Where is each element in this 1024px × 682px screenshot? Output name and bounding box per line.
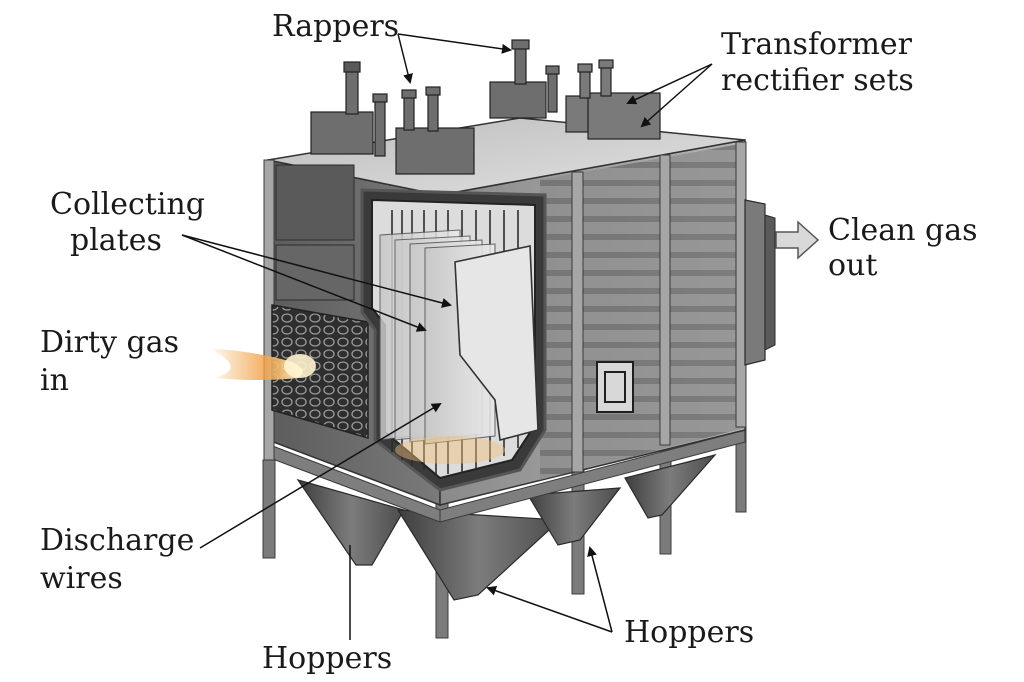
collecting-label-line2: plates — [70, 223, 162, 258]
outlet-duct — [745, 200, 818, 365]
hoppers-label-right: Hoppers — [624, 615, 754, 650]
dirty-gas-label-line1: Dirty gas — [40, 325, 179, 360]
dirty-gas-label-line2: in — [40, 363, 69, 398]
collecting-label-line1: Collecting — [50, 187, 205, 222]
discharge-label-line2: wires — [40, 561, 123, 596]
transformer-label-line2: rectifier sets — [721, 63, 914, 98]
access-door — [597, 362, 633, 412]
rappers-label: Rappers — [272, 9, 399, 44]
hoppers-label-left: Hoppers — [262, 641, 392, 676]
transformer-rectifier-sets — [566, 60, 660, 139]
cutaway-interior — [362, 190, 545, 490]
transformer-label-line1: Transformer — [721, 27, 913, 62]
collecting-plates — [380, 230, 538, 444]
clean-gas-label-line1: Clean gas — [828, 213, 978, 248]
clean-gas-label-line2: out — [828, 248, 877, 283]
discharge-label-line1: Discharge — [40, 523, 194, 558]
clean-gas-arrow — [776, 222, 818, 258]
